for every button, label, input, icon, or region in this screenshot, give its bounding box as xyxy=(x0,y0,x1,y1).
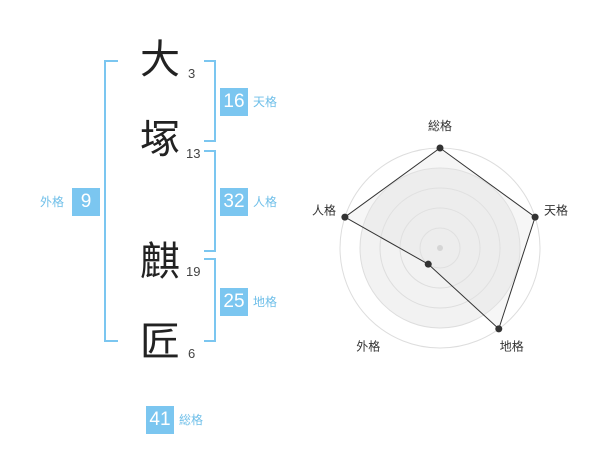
radar-point-2 xyxy=(531,213,539,221)
radar-axis-label-2: 天格 xyxy=(544,202,568,217)
radar-ring-1 xyxy=(419,227,461,269)
radar-ring-3 xyxy=(379,187,501,309)
gaikaku-label: 外格 xyxy=(40,195,65,209)
tenkaku-label: 天格 xyxy=(253,95,278,109)
radar-axis-label-5: 人格 xyxy=(312,202,336,217)
stroke-count-4: 6 xyxy=(188,346,196,361)
stroke-count-2: 13 xyxy=(186,146,201,161)
gaikaku-value: 9 xyxy=(72,188,100,216)
tenkaku-bracket xyxy=(204,60,216,142)
radar-axis-label-3: 地格 xyxy=(500,339,524,354)
name-char-4: 匠 xyxy=(140,319,180,365)
radar-point-1 xyxy=(436,144,444,152)
radar-point-3 xyxy=(495,325,503,333)
jinkaku-label: 人格 xyxy=(253,195,278,209)
stroke-count-3: 19 xyxy=(186,264,201,279)
radar-point-4 xyxy=(424,260,432,268)
radar-axis-label-4: 外格 xyxy=(356,339,380,354)
stroke-count-1: 3 xyxy=(188,66,196,81)
gaikaku-bracket xyxy=(104,60,118,342)
chikaku-value: 25 xyxy=(220,288,248,316)
radar-series-polygon xyxy=(343,147,536,330)
name-char-2: 塚 xyxy=(140,117,180,163)
chikaku-label: 地格 xyxy=(253,295,278,309)
soukaku-value: 41 xyxy=(146,406,174,434)
tenkaku-value: 16 xyxy=(220,88,248,116)
name-char-3: 麒 xyxy=(140,239,180,285)
jinkaku-bracket xyxy=(204,150,216,252)
chikaku-bracket xyxy=(204,258,216,342)
radar-center-dot xyxy=(437,245,443,251)
jinkaku-value: 32 xyxy=(220,188,248,216)
radar-ring-4 xyxy=(359,167,521,329)
name-char-1: 大 xyxy=(140,37,180,83)
radar-axis-label-1: 総格 xyxy=(428,118,452,133)
radar-point-5 xyxy=(341,213,349,221)
soukaku-label: 総格 xyxy=(179,413,204,427)
